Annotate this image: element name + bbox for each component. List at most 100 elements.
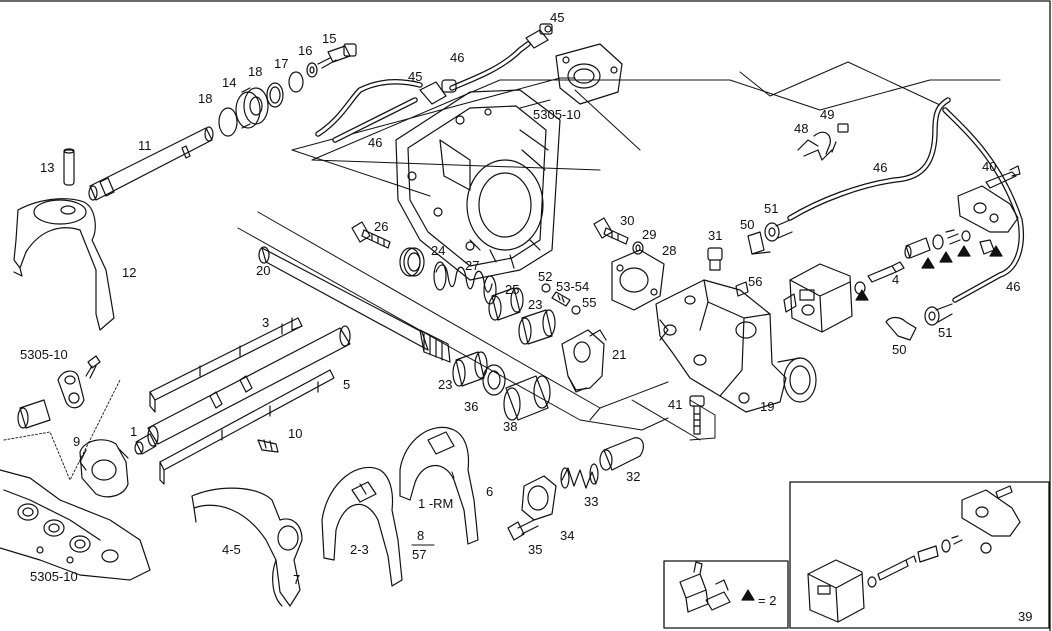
callout-13: 13 (40, 160, 55, 175)
callout-1-rm: 1 -RM (418, 496, 454, 511)
rail-3 (149, 317, 303, 413)
callout-17: 17 (274, 56, 289, 71)
callout-21: 21 (612, 347, 627, 362)
callout-33: 33 (584, 494, 599, 509)
callout-46: 46 (450, 50, 465, 65)
callout-4-5: 4-5 (222, 542, 241, 557)
bolt-35 (507, 519, 539, 541)
callout-50: 50 (892, 342, 907, 357)
callout-30: 30 (620, 213, 635, 228)
callout-26: 26 (374, 219, 389, 234)
callout-14: 14 (222, 75, 237, 90)
clip-49 (813, 123, 849, 155)
fitting-51-top (764, 219, 793, 242)
hose-46-right (787, 97, 1024, 303)
ring-36 (482, 364, 506, 396)
bracket-5305-left (57, 370, 85, 409)
bushing-25 (488, 287, 524, 321)
callout-25: 25 (505, 282, 520, 297)
rail-5 (159, 369, 335, 485)
callout-5305-10: 5305-10 (30, 569, 78, 584)
callout-56: 56 (748, 274, 763, 289)
seal-18 (266, 82, 284, 108)
valve-parts-row (904, 229, 995, 259)
callout-45: 45 (408, 69, 423, 84)
callout-52: 52 (538, 269, 553, 284)
pin-13 (63, 148, 75, 186)
callout-4: 4 (892, 272, 900, 287)
callout-34: 34 (560, 528, 575, 543)
sleeve-5305-left (17, 399, 51, 429)
fitting-45-mid (419, 79, 457, 105)
bolt-30 (593, 217, 629, 245)
reference-lines (237, 61, 1001, 441)
callout-35: 35 (528, 542, 543, 557)
shift-fork-12 (13, 198, 115, 331)
callout-23: 23 (438, 377, 453, 392)
callout-5305-10: 5305-10 (20, 347, 68, 362)
cover-28 (611, 249, 665, 311)
rod-1 (134, 325, 351, 455)
plug-56 (735, 281, 749, 297)
callout-41: 41 (668, 397, 683, 412)
callout-11: 11 (138, 138, 152, 153)
callout-38: 38 (503, 419, 518, 434)
ring-17 (288, 71, 304, 93)
detent-10 (257, 439, 279, 453)
callout-8: 8 (417, 528, 425, 543)
gearbox-housing (395, 89, 561, 281)
bolt-15 (317, 43, 357, 69)
callout-29: 29 (642, 227, 657, 242)
callout-bubble-5305 (3, 379, 121, 481)
shaft-20 (258, 246, 451, 363)
bushing-23-lower (452, 351, 488, 387)
rod-4 (867, 261, 905, 283)
callout-40: 40 (982, 159, 997, 174)
callout-20: 20 (256, 263, 271, 278)
fork-1-rm (399, 426, 479, 545)
flange-5305-10-top (555, 43, 623, 105)
callout-51: 51 (938, 325, 953, 340)
callout-9: 9 (73, 434, 81, 449)
callout-5: 5 (343, 377, 351, 392)
callout-57: 57 (412, 547, 427, 562)
valve-block (783, 263, 853, 333)
callout-39: 39 (1018, 609, 1033, 624)
callout-46: 46 (873, 160, 888, 175)
callout-19: 19 (760, 399, 775, 414)
fitting-45-top (525, 23, 553, 49)
bolt-41 (689, 395, 705, 435)
callout-49: 49 (820, 107, 835, 122)
legend-box-artwork (663, 560, 789, 629)
callout-18: 18 (248, 64, 263, 79)
inset-39-artwork (789, 481, 1050, 629)
callout-7: 7 (293, 572, 301, 587)
callout-51: 51 (764, 201, 779, 216)
callout-48: 48 (794, 121, 809, 136)
spring-27 (433, 261, 497, 305)
triangle-markers (855, 245, 1003, 301)
plunger-53-54 (551, 291, 571, 307)
bolt-5305-left (85, 355, 101, 379)
callout-31: 31 (708, 228, 723, 243)
valve-housing-19 (655, 279, 817, 413)
callout-53-54: 53-54 (556, 279, 590, 294)
callout-55: 55 (582, 295, 597, 310)
bearing-14 (235, 87, 269, 129)
selector-block-21 (561, 329, 607, 393)
plate-40-assembly (957, 165, 1021, 233)
clip-48 (797, 139, 833, 161)
piston-32 (599, 437, 644, 471)
fitting-51-bottom (924, 303, 953, 326)
oring-18-low (218, 107, 238, 137)
elbow-50-top (747, 231, 771, 255)
callout-46: 46 (1006, 279, 1021, 294)
black-triangle-icon (741, 589, 755, 601)
hose-46-top (315, 41, 531, 143)
plug-31 (707, 247, 723, 271)
callout-16: 16 (298, 43, 313, 58)
oring-55 (571, 305, 581, 315)
callout-3: 3 (262, 315, 270, 330)
